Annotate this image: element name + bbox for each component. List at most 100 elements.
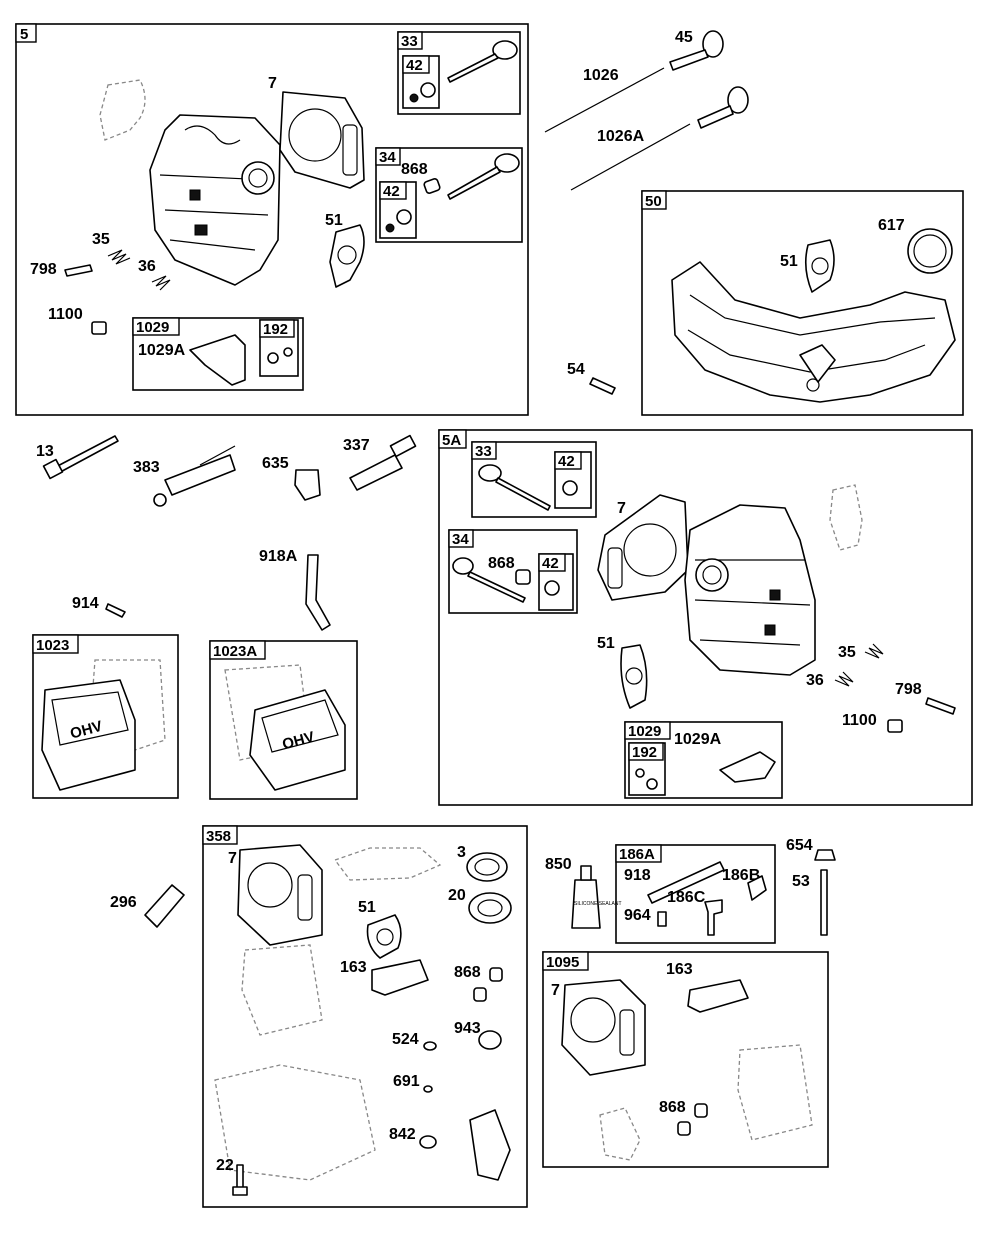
ghost-gasket-358a	[333, 847, 442, 881]
label-524: 524	[392, 1031, 419, 1048]
label-296: 296	[110, 894, 137, 911]
label-918A: 918A	[259, 548, 298, 565]
spark-plug-337	[349, 434, 417, 491]
label-7b: 7	[617, 500, 626, 517]
group-1023A-frame	[209, 640, 358, 800]
group-5-frame	[15, 23, 529, 416]
label-22: 22	[216, 1157, 234, 1174]
label-163a: 163	[340, 959, 367, 976]
label-51b: 51	[780, 253, 798, 270]
label-943: 943	[454, 1020, 481, 1037]
group-1023-tag: 1023	[36, 637, 69, 654]
seal-20	[468, 892, 512, 924]
label-383: 383	[133, 459, 160, 476]
valve-cover-1023: OHV	[41, 679, 136, 791]
group-192a-tag: 192	[263, 321, 288, 338]
label-186B: 186B	[722, 867, 760, 884]
bolt-914	[105, 603, 126, 618]
group-186A-tag: 186A	[619, 846, 655, 863]
group-42a-tag: 42	[406, 57, 423, 74]
label-798a: 798	[30, 261, 57, 278]
gasket-163a	[371, 959, 429, 996]
label-1026A: 1026A	[597, 128, 645, 145]
valve-33b	[478, 464, 551, 511]
tube-918	[647, 861, 725, 904]
valve-cover-1023A: OHV	[249, 689, 346, 791]
sealant-tube-850: SILICONE SEALANT	[571, 865, 622, 929]
gasket-358d	[469, 1109, 511, 1181]
pushrod-1026	[544, 67, 665, 133]
valve-seal-868b	[515, 569, 531, 585]
label-13: 13	[36, 443, 54, 460]
label-918: 918	[624, 867, 651, 884]
label-1100a: 1100	[48, 306, 83, 323]
valve-seal-868c-b	[473, 987, 487, 1002]
hose-635	[294, 469, 321, 501]
valve-45b	[697, 86, 749, 129]
label-850: 850	[545, 856, 572, 873]
group-34a-tag: 34	[379, 149, 396, 166]
group-1029b-frame	[624, 721, 783, 799]
valve-33a	[447, 40, 518, 83]
cylinder-head-5A	[684, 504, 816, 676]
plug-964	[657, 911, 667, 927]
group-33a-frame	[397, 31, 521, 115]
valve-seal-868d-b	[677, 1121, 691, 1136]
oring-524	[423, 1041, 437, 1051]
spring-35a	[107, 249, 131, 265]
breather-tube-383	[153, 445, 236, 507]
label-1029Ab: 1029A	[674, 731, 722, 748]
gasket-51b	[804, 239, 835, 293]
group-1029b-tag: 1029	[628, 723, 661, 740]
label-1100b: 1100	[842, 712, 877, 729]
label-53: 53	[792, 873, 810, 890]
group-358-tag: 358	[206, 828, 231, 845]
tube-296	[144, 884, 185, 928]
gasket-163b	[687, 979, 749, 1013]
label-7a: 7	[268, 75, 277, 92]
fitting-186C	[704, 899, 723, 936]
spring-36b	[834, 671, 854, 687]
bolt-54	[589, 377, 616, 395]
valve-seal-868a	[423, 178, 441, 194]
group-34b-tag: 34	[452, 531, 469, 548]
nut-654	[814, 849, 836, 861]
label-36a: 36	[138, 258, 156, 275]
valve-seal-868c-a	[489, 967, 503, 982]
group-5A-tag: 5A	[442, 432, 461, 449]
clip-1100a	[91, 321, 107, 335]
ghost-gasket-358b	[241, 944, 323, 1036]
bolt-798b	[925, 697, 956, 715]
label-1029Aa: 1029A	[138, 342, 186, 359]
clip-1100b	[887, 719, 903, 733]
label-617: 617	[878, 217, 905, 234]
label-7d: 7	[551, 982, 560, 999]
label-51d: 51	[358, 899, 376, 916]
ghost-gasket-1095b	[599, 1107, 641, 1161]
group-1023A-tag: 1023A	[213, 643, 257, 660]
valve-seal-868d-a	[694, 1103, 708, 1118]
label-54: 54	[567, 361, 585, 378]
ghost-gasket-358c	[214, 1064, 376, 1181]
bolt-798a	[64, 264, 93, 277]
stud-53	[820, 869, 828, 936]
spring-35b	[864, 643, 884, 659]
group-1023-frame	[32, 634, 179, 799]
spring-36a	[151, 275, 171, 291]
label-186C: 186C	[667, 889, 706, 906]
label-964: 964	[624, 907, 651, 924]
group-1029a-tag: 1029	[136, 319, 169, 336]
group-33b-frame	[471, 441, 597, 518]
label-35b: 35	[838, 644, 856, 661]
head-gasket-7b	[597, 494, 689, 601]
label-7c: 7	[228, 850, 237, 867]
gasket-51a	[329, 224, 365, 288]
group-1095-tag: 1095	[546, 954, 579, 971]
valve-34a	[447, 153, 520, 200]
group-192b-tag: 192	[632, 744, 657, 761]
group-42c-tag: 42	[558, 453, 575, 470]
head-gasket-7a	[279, 91, 365, 189]
label-914: 914	[72, 595, 99, 612]
label-868d: 868	[659, 1099, 686, 1116]
pushrod-1026A	[570, 123, 691, 191]
